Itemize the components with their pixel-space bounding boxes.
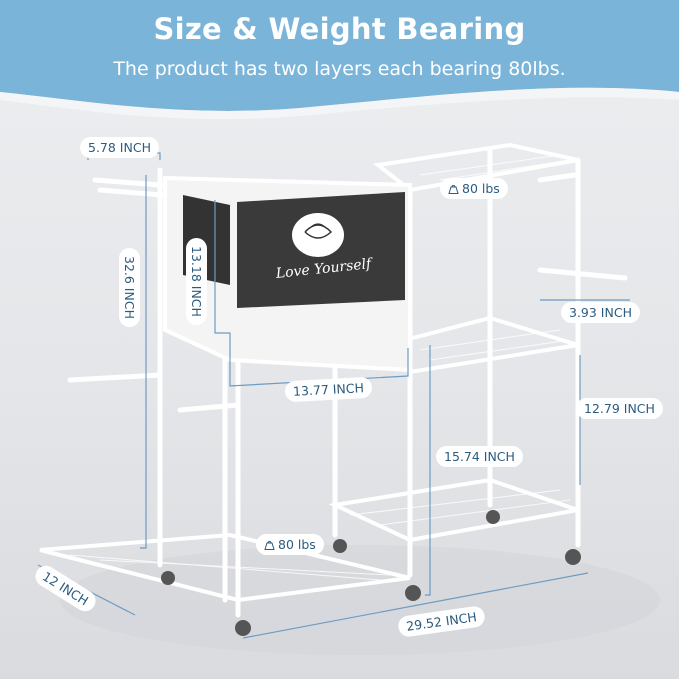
wire-grid bbox=[69, 154, 571, 581]
page-subtitle: The product has two layers each bearing … bbox=[113, 58, 566, 80]
dimension-bin-height: 13.18 INCH bbox=[186, 238, 207, 325]
caster-wheels bbox=[161, 510, 581, 636]
weight-bottom-shelf: 80 lbs bbox=[256, 534, 324, 555]
header-band bbox=[0, 0, 679, 111]
header-wave bbox=[0, 87, 679, 120]
dimension-side-hook: 3.93 INCH bbox=[561, 302, 640, 323]
weight-top-label: 80 lbs bbox=[462, 181, 500, 196]
dimension-hook-width: 5.78 INCH bbox=[80, 137, 159, 158]
header: Size & Weight Bearing The product has tw… bbox=[0, 0, 679, 110]
weight-bottom-label: 80 lbs bbox=[278, 537, 316, 552]
weight-icon bbox=[448, 185, 459, 194]
dimension-shelf-gap: 12.79 INCH bbox=[576, 398, 663, 419]
weight-icon bbox=[264, 541, 275, 550]
weight-top-shelf: 80 lbs bbox=[440, 178, 508, 199]
dimension-lower-gap: 15.74 INCH bbox=[436, 446, 523, 467]
storage-bin bbox=[163, 175, 412, 373]
rose-logo bbox=[292, 213, 344, 257]
dimension-total-height: 32.6 INCH bbox=[119, 248, 140, 327]
page-title: Size & Weight Bearing bbox=[153, 12, 526, 46]
